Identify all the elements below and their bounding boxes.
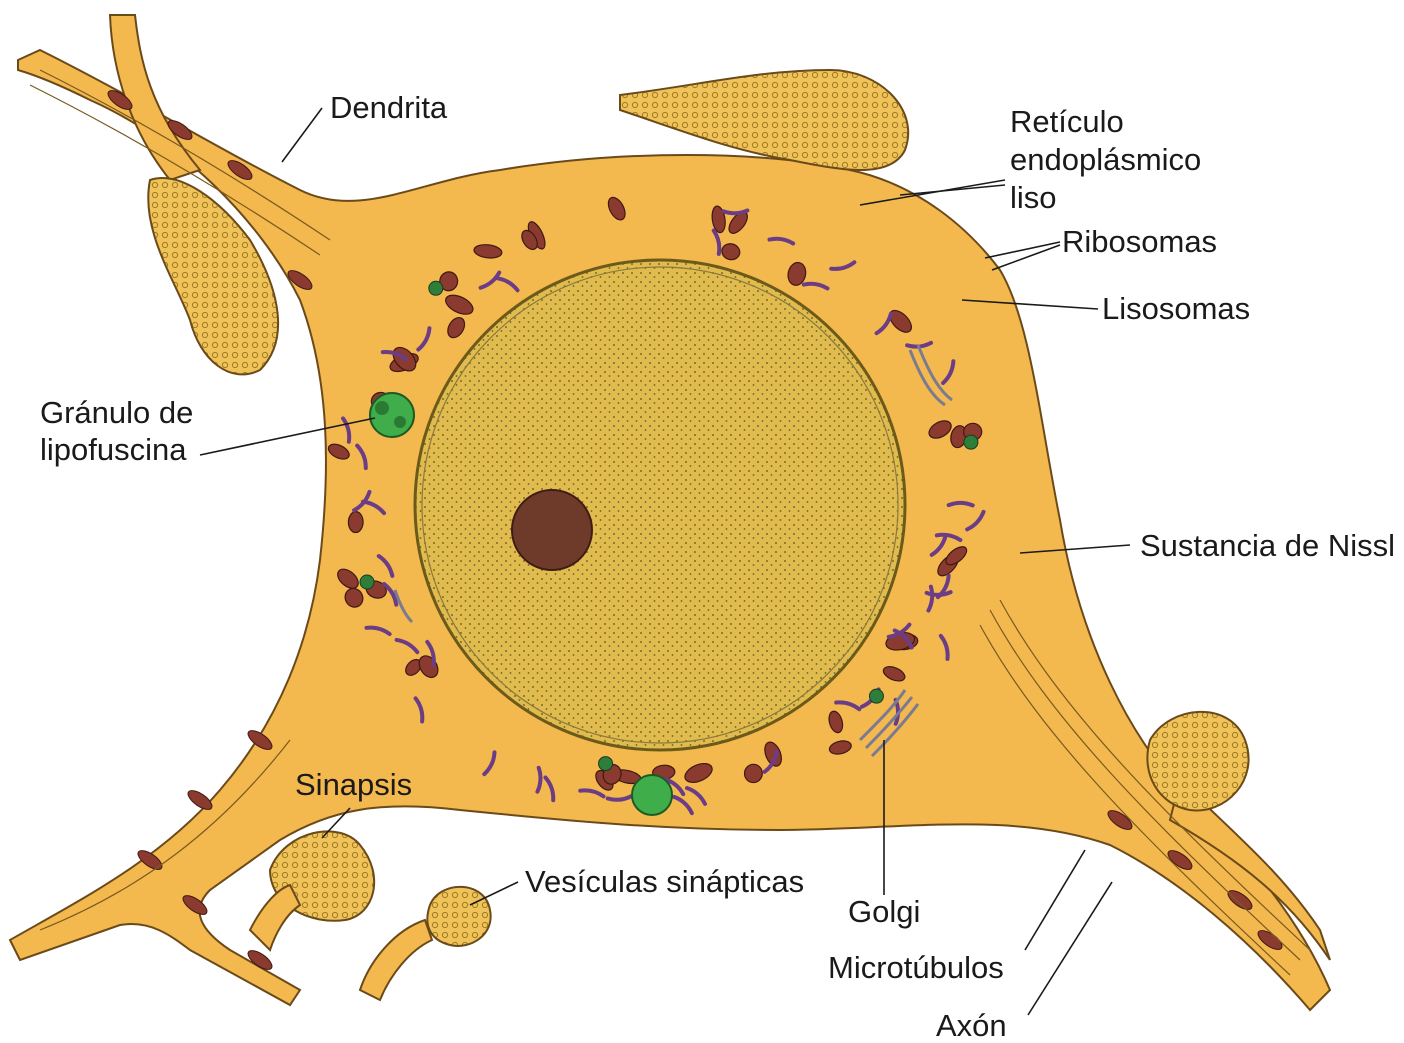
label-dendrita: Dendrita bbox=[330, 90, 448, 125]
label-lipofuscina-line2: lipofuscina bbox=[40, 432, 187, 467]
lysosome bbox=[964, 435, 978, 449]
lysosome bbox=[429, 281, 443, 295]
label-ribosomas: Ribosomas bbox=[1062, 224, 1217, 259]
lipofuscin-granule-2 bbox=[632, 775, 672, 815]
nucleolus bbox=[512, 490, 592, 570]
label-lipofuscina-line1: Gránulo de bbox=[40, 395, 193, 430]
nucleus bbox=[415, 260, 905, 750]
label-vesiculas: Vesículas sinápticas bbox=[525, 864, 804, 899]
label-golgi: Golgi bbox=[848, 894, 920, 929]
label-nissl: Sustancia de Nissl bbox=[1140, 528, 1395, 563]
label-microtubulos: Microtúbulos bbox=[828, 950, 1004, 985]
lysosome bbox=[599, 757, 613, 771]
label-reticulo-line2: endoplásmico bbox=[1010, 142, 1201, 177]
synapse-bouton-2 bbox=[427, 887, 490, 946]
lysosome bbox=[360, 575, 374, 589]
label-reticulo-line3: liso bbox=[1010, 180, 1057, 215]
label-lisosomas: Lisosomas bbox=[1102, 291, 1250, 326]
mitochondrion bbox=[744, 764, 763, 783]
label-axon: Axón bbox=[936, 1008, 1007, 1043]
label-reticulo-line1: Retículo bbox=[1010, 104, 1124, 139]
lysosome bbox=[869, 689, 883, 703]
right-bouton bbox=[1147, 712, 1248, 811]
mitochondrion bbox=[348, 511, 363, 532]
label-sinapsis: Sinapsis bbox=[295, 767, 412, 802]
lipofuscin-granule bbox=[370, 393, 414, 437]
